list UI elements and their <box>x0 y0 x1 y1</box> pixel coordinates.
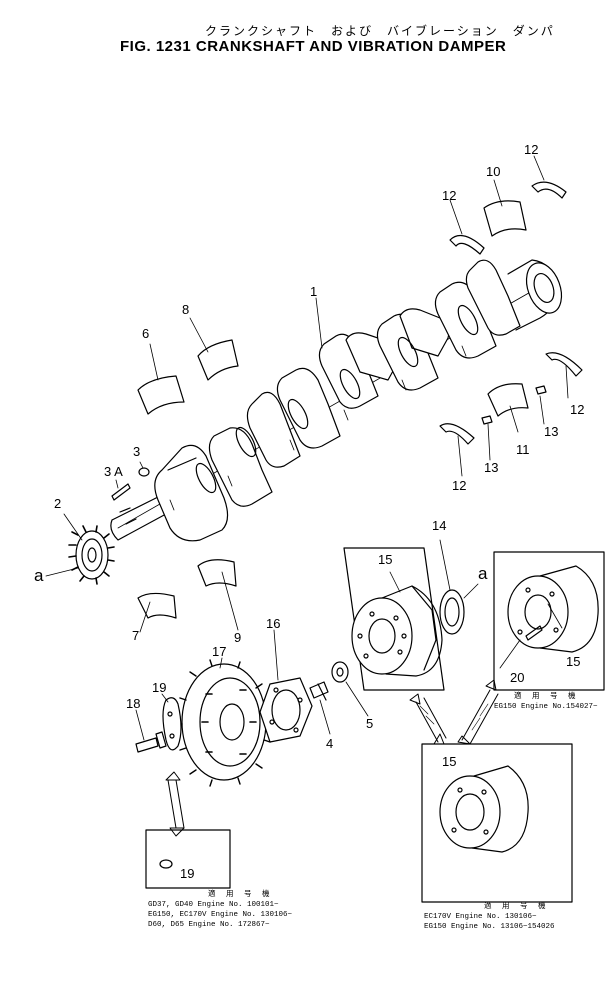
callout-7: 7 <box>132 628 140 643</box>
callout-19: 19 <box>152 680 167 695</box>
callout-15: 15 <box>378 552 393 567</box>
callout-12: 12 <box>452 478 467 493</box>
bearing-11 <box>487 383 529 417</box>
dowel-13 <box>535 385 547 395</box>
damper-variant-15 <box>507 565 599 653</box>
crankshaft <box>110 259 563 542</box>
reference-arrows <box>165 679 499 837</box>
bearing-6 <box>137 375 185 415</box>
pulley-17 <box>175 659 271 787</box>
crank-gear <box>68 525 115 585</box>
callout-4: 4 <box>326 736 334 751</box>
callout-10: 10 <box>486 164 501 179</box>
variant-frame-lock-plate <box>145 829 231 889</box>
note-header: 適 用 号 機 <box>208 891 273 899</box>
applicability-note-upper-right: 適 用 号 機 EG150 Engine No.154027~ <box>494 692 598 712</box>
damper-variant-15b <box>439 765 529 853</box>
thrust-washer-12 <box>449 234 485 255</box>
callout-11: 11 <box>516 442 530 457</box>
figure-title: FIG. 1231 CRANKSHAFT AND VIBRATION DAMPE… <box>120 38 507 55</box>
callout-3a: 3 A <box>104 464 123 479</box>
note-line: EG150, EC170V Engine No. 130106~ <box>148 911 293 919</box>
seal-14 <box>439 589 465 635</box>
applicability-note-lower-left: 適 用 号 機 GD37, GD40 Engine No. 100101~ EG… <box>148 890 292 930</box>
note-line: EG150 Engine No. 13106~154026 <box>424 923 555 931</box>
thrust-washer-12 <box>545 352 583 377</box>
note-line: D60, D65 Engine No. 172867~ <box>148 921 270 929</box>
callout-13: 13 <box>544 424 559 439</box>
callout-15: 15 <box>442 754 457 769</box>
variant-frame-lower <box>421 743 573 903</box>
bearing-8 <box>197 339 239 381</box>
bearing-10 <box>483 200 527 237</box>
callout-18: 18 <box>126 696 141 711</box>
note-header: 適 用 号 機 <box>484 903 549 911</box>
bearing-7 <box>137 592 177 619</box>
callout-3: 3 <box>133 444 141 459</box>
lock-plate-19 <box>162 697 182 751</box>
callout-12: 12 <box>442 188 457 203</box>
callout-5: 5 <box>366 716 374 731</box>
callout-20: 20 <box>510 670 525 685</box>
callout-12: 12 <box>524 142 539 157</box>
lock-plate-19b <box>159 859 173 869</box>
callout-2: 2 <box>54 496 62 511</box>
thrust-washer-12 <box>531 181 567 199</box>
washer-5 <box>331 661 349 683</box>
callout-14: 14 <box>432 518 447 533</box>
view-marker-a: a <box>34 566 44 585</box>
note-header: 適 用 号 機 <box>514 693 579 701</box>
callout-12: 12 <box>570 402 585 417</box>
key-3a <box>111 483 131 501</box>
pin-3 <box>138 467 150 477</box>
callout-15: 15 <box>566 654 581 669</box>
leader-lines <box>45 155 569 741</box>
note-line: EC170V Engine No. 130106~ <box>424 913 537 921</box>
vibration-damper-15 <box>351 585 443 677</box>
callout-17: 17 <box>212 644 227 659</box>
callout-6: 6 <box>142 326 150 341</box>
callout-13: 13 <box>484 460 499 475</box>
note-line: EG150 Engine No.154027~ <box>494 703 598 711</box>
callout-1: 1 <box>310 284 318 299</box>
dowel-13 <box>481 415 493 425</box>
callout-19: 19 <box>180 866 195 881</box>
thrust-washer-12 <box>439 423 475 445</box>
japanese-title: クランクシャフト および バイブレーション ダンパ <box>205 24 555 38</box>
note-line: GD37, GD40 Engine No. 100101~ <box>148 901 279 909</box>
view-marker-a: a <box>478 564 488 583</box>
hub-16 <box>259 677 313 743</box>
callout-9: 9 <box>234 630 242 645</box>
bolt-4 <box>309 681 329 701</box>
variant-frame-upper <box>493 551 605 691</box>
applicability-note-lower-right: 適 用 号 機 EC170V Engine No. 130106~ EG150 … <box>424 902 555 932</box>
callout-8: 8 <box>182 302 190 317</box>
bolt-18 <box>135 731 167 753</box>
callout-16: 16 <box>266 616 281 631</box>
bearing-9 <box>197 559 237 587</box>
pin-20 <box>525 625 543 641</box>
